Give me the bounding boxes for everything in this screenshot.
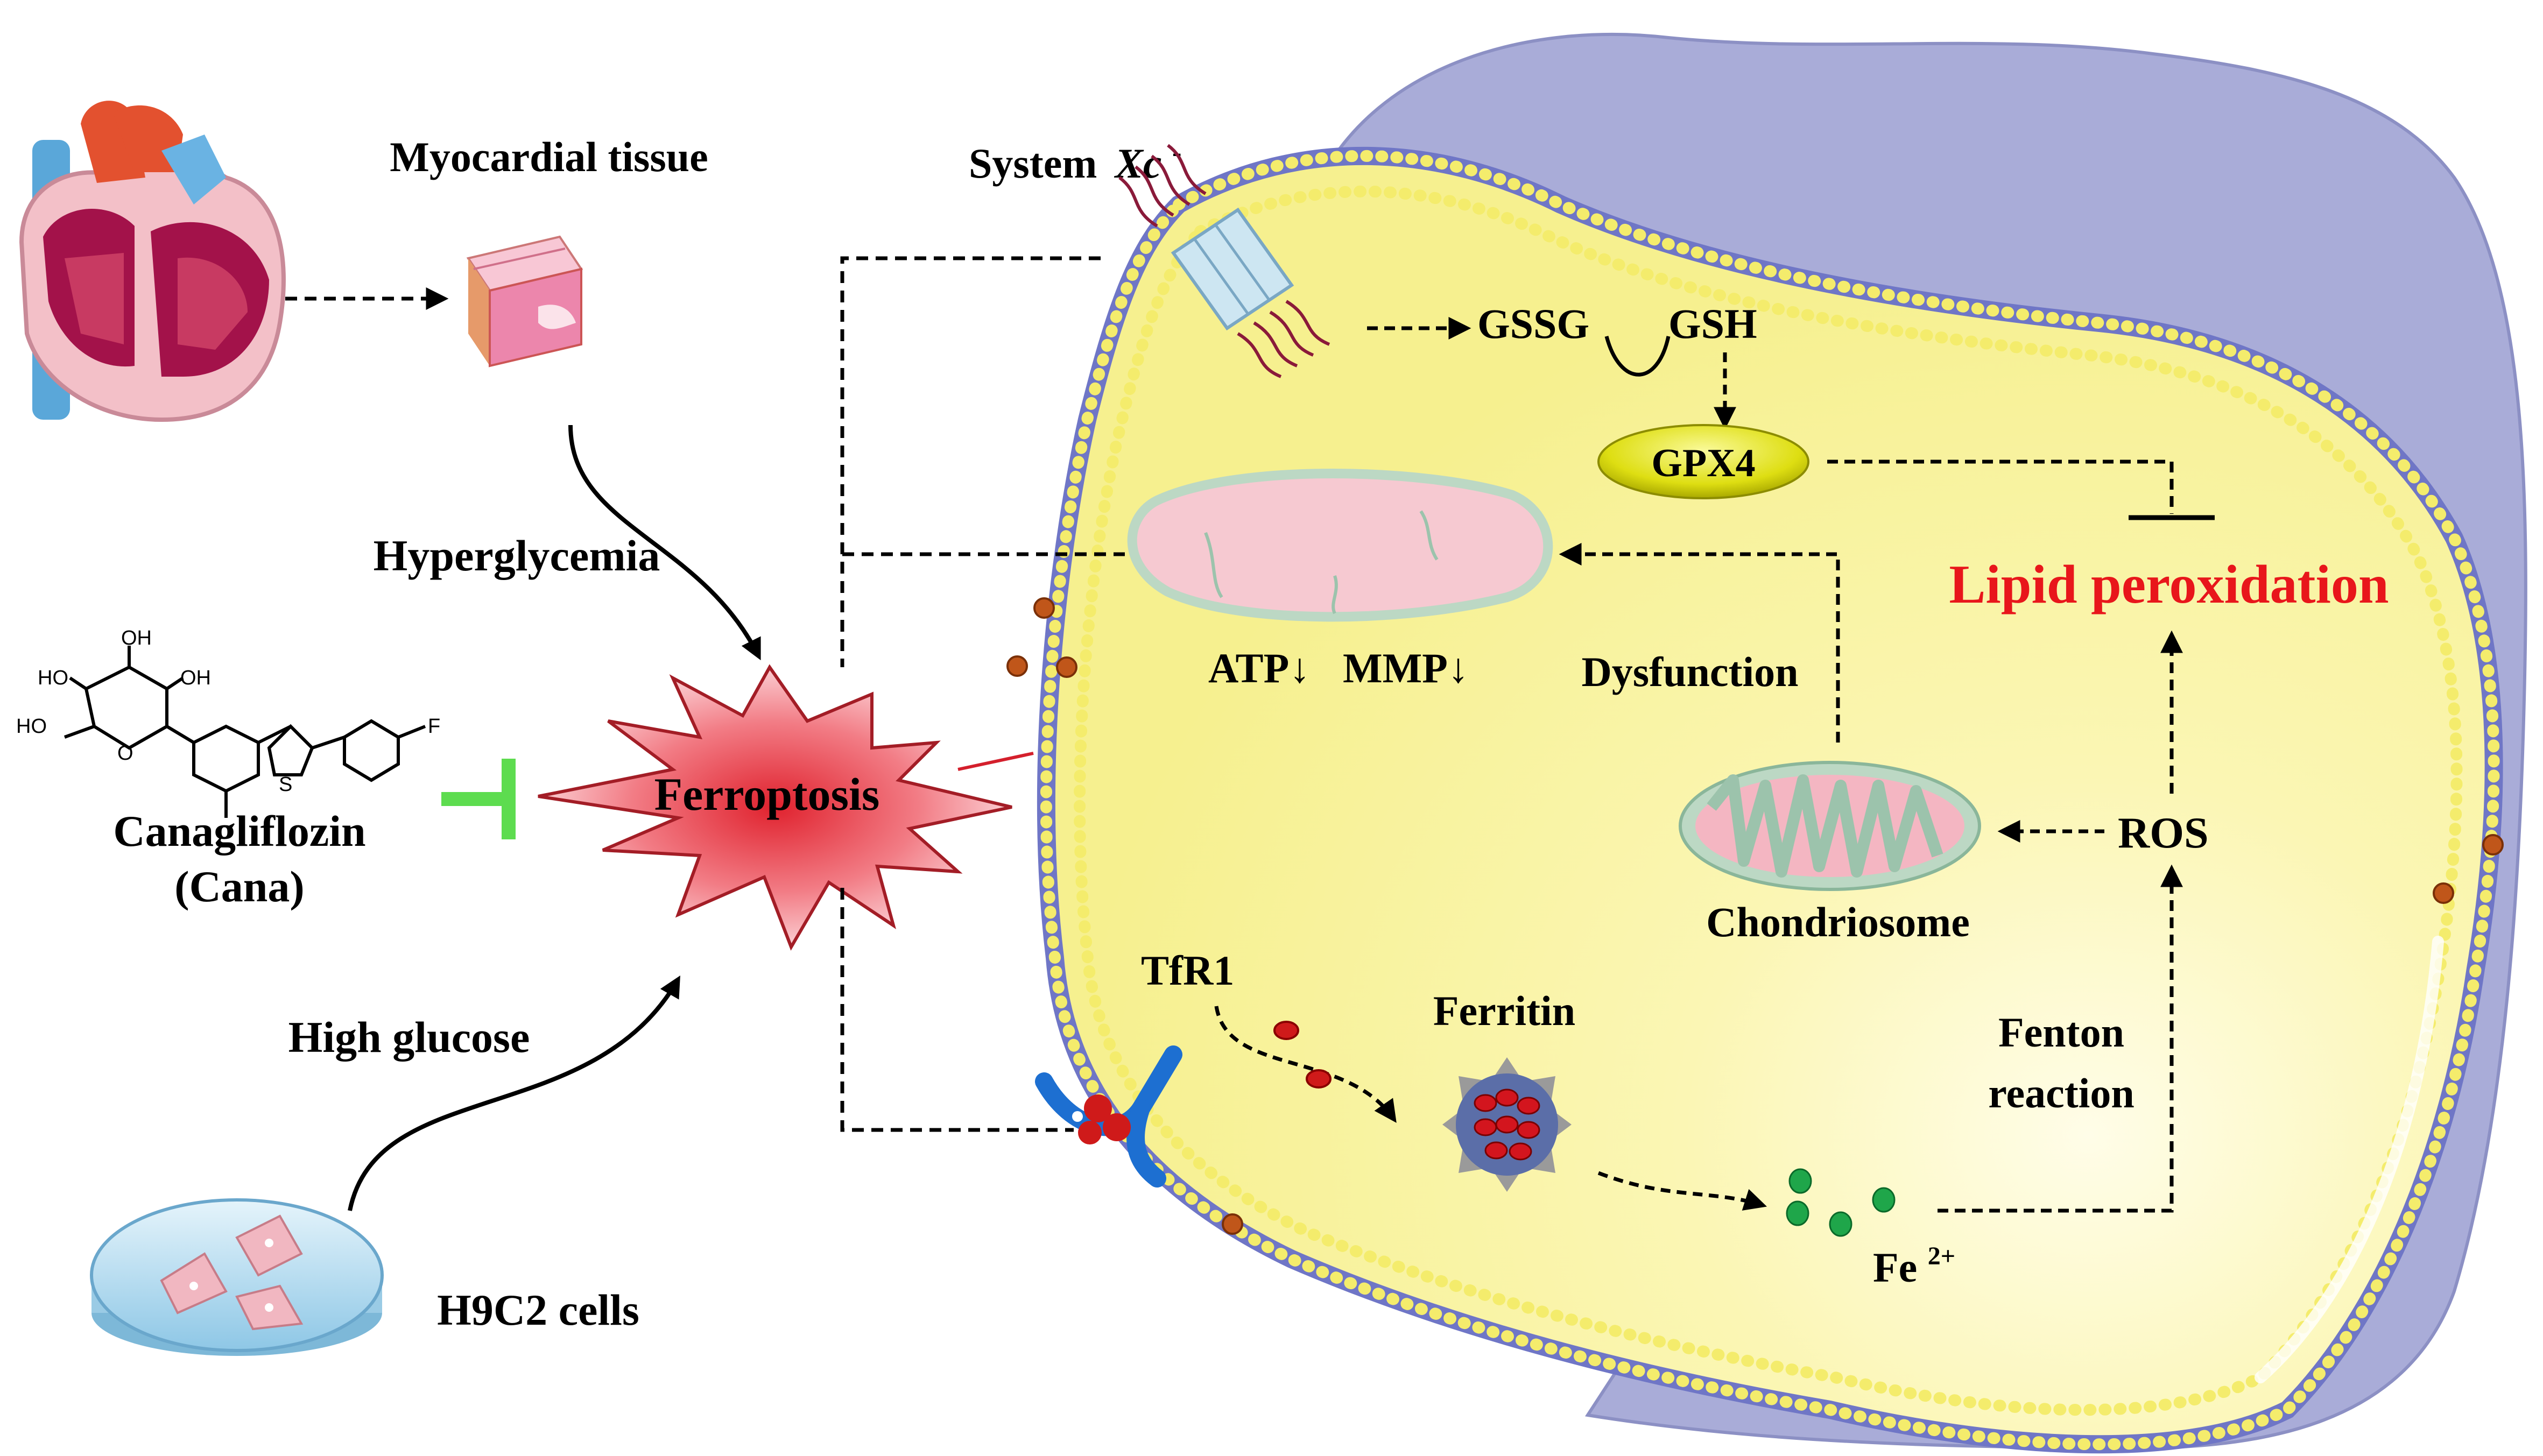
dysfunction-arrow bbox=[1559, 543, 1840, 743]
ferroptosis-burst-icon bbox=[538, 664, 1012, 951]
lipid-peroxidation-label: Lipid peroxidation bbox=[1949, 554, 2389, 615]
fenton-label-line1: Fenton bbox=[1998, 1009, 2124, 1056]
ferroptosis-connector-bracket bbox=[840, 256, 1125, 1132]
ferritin-icon bbox=[1442, 1057, 1572, 1192]
ferritin-label: Ferritin bbox=[1433, 987, 1575, 1034]
iron-transport-particles bbox=[1273, 1021, 1332, 1089]
hyperglycemia-label: Hyperglycemia bbox=[374, 531, 660, 580]
atom-oh-top: OH bbox=[121, 627, 152, 649]
fenton-label-line2: reaction bbox=[1988, 1070, 2134, 1116]
myocardial-tissue-icon bbox=[466, 235, 583, 367]
mmp-label: MMP↓ bbox=[1343, 645, 1469, 691]
canagliflozin-structure-icon bbox=[64, 646, 426, 818]
gpx4-inhibition-line bbox=[1827, 460, 2174, 514]
atom-f: F bbox=[428, 715, 440, 738]
gssg-gsh-conversion-arc bbox=[1604, 336, 1671, 377]
h9c2-cells-label: H9C2 cells bbox=[437, 1285, 639, 1334]
gsh-label: GSH bbox=[1668, 300, 1757, 347]
atom-ho-left: HO bbox=[38, 667, 68, 689]
system-xc-label: System Xc - bbox=[969, 137, 1181, 187]
petri-dish-icon bbox=[90, 1198, 384, 1356]
gssg-label: GSSG bbox=[1477, 300, 1589, 347]
ferroptosis-label: Ferroptosis bbox=[654, 768, 880, 820]
system-xc-transporter-icon bbox=[1118, 144, 1330, 378]
gpx4-label: GPX4 bbox=[1651, 441, 1755, 485]
mitochondrion-damaged-icon bbox=[1127, 469, 1553, 622]
mitochondrion-icon bbox=[1679, 761, 1981, 891]
iron-ion-icon bbox=[1786, 1168, 1896, 1237]
ferritin-to-fe-arrow bbox=[1597, 1171, 1767, 1211]
myocardial-tissue-label: Myocardial tissue bbox=[390, 133, 708, 180]
high-glucose-label: High glucose bbox=[288, 1013, 530, 1062]
tfr1-label: TfR1 bbox=[1141, 947, 1234, 994]
tfr1-to-ferritin-arrow bbox=[1214, 1006, 1397, 1123]
cana-label: (Cana) bbox=[174, 862, 304, 911]
atom-o-ring: O bbox=[117, 742, 133, 765]
high-glucose-arrow bbox=[348, 976, 680, 1211]
atom-oh-right: OH bbox=[180, 667, 211, 689]
extracellular-particles bbox=[1006, 597, 2504, 1235]
atom-s: S bbox=[279, 773, 292, 796]
dysfunction-label: Dysfunction bbox=[1581, 648, 1798, 695]
inhibition-bar bbox=[441, 759, 516, 839]
atp-label: ATP↓ bbox=[1208, 645, 1310, 691]
hyperglycemia-arrow bbox=[568, 425, 761, 661]
canagliflozin-atoms: OH HO OH HO O S F bbox=[16, 627, 440, 796]
ferroptosis-to-cell-line bbox=[957, 752, 1034, 771]
fe-label: Fe 2+ bbox=[1873, 1242, 1955, 1291]
gpx4-ellipse bbox=[1597, 424, 1809, 499]
tfr1-receptor-icon bbox=[1035, 1045, 1182, 1188]
canagliflozin-label: Canagliflozin bbox=[113, 807, 365, 856]
ros-label: ROS bbox=[2118, 808, 2209, 857]
atom-ho-bottom: HO bbox=[16, 715, 47, 738]
chondriosome-label: Chondriosome bbox=[1706, 899, 1970, 945]
fe-to-ros-arrow bbox=[1938, 864, 2183, 1213]
heart-icon bbox=[19, 101, 286, 422]
